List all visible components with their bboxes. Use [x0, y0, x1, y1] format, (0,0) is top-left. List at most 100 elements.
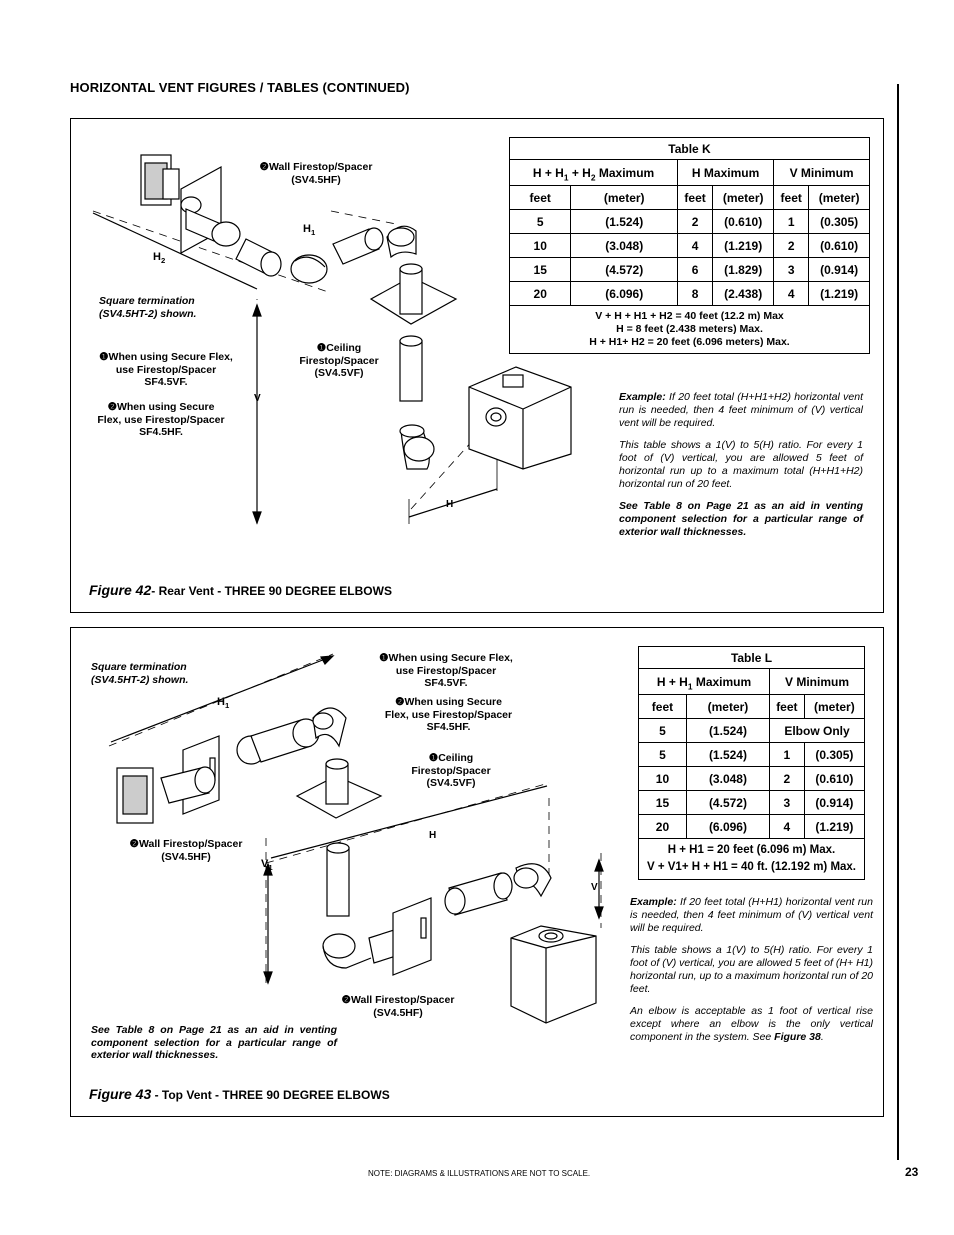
table-cell: (3.048): [570, 233, 679, 258]
figure-43-diagram: [108, 653, 604, 1024]
table-cell: (0.610): [712, 209, 775, 234]
see-table-note: See Table 8 on Page 21 as an aid in vent…: [619, 500, 863, 538]
dim-h1: H1: [303, 223, 316, 238]
table-cell: (6.096): [685, 814, 771, 839]
table-cell: 15: [508, 257, 572, 282]
table-cell: 15: [638, 790, 687, 815]
table-cell: (meter): [803, 694, 866, 719]
table-row: 20 (6.096) 4 (1.219): [638, 814, 866, 839]
table-cell: 8: [677, 281, 714, 306]
table-k-col3-head: V Minimum: [773, 159, 870, 186]
dim-h2: H2: [153, 251, 166, 266]
table-row: 5 (1.524) 2 (0.610) 1 (0.305): [508, 209, 870, 234]
table-cell: (meter): [570, 185, 679, 210]
table-cell: (1.219): [803, 814, 866, 839]
table-l-footer-line2: V + V1+ H + H1 = 40 ft. (12.192 m) Max.: [646, 861, 857, 873]
ratio-note: This table shows a 1(V) to 5(H) ratio. F…: [619, 439, 863, 490]
table-cell: (1.219): [808, 281, 870, 306]
table-k-footer-line1: V + H + H1 + H2 = 40 feet (12.2 m) Max: [595, 310, 784, 322]
secure-flex-hf-label: ❷When using Secure Flex, use Firestop/Sp…: [97, 401, 225, 438]
table-cell: 4: [773, 281, 810, 306]
table-l-footer-line1: H + H1 = 20 feet (6.096 m) Max.: [667, 844, 836, 856]
example-note: Example: If 20 feet total (H+H1+H2) hori…: [619, 391, 863, 429]
table-l-footer: H + H1 = 20 feet (6.096 m) Max. V + V1+ …: [638, 838, 865, 880]
ceiling-firestop-label: ❶Ceiling Firestop/Spacer (SV4.5VF): [299, 342, 379, 379]
wall-firestop-bottom-label: ❷Wall Firestop/Spacer (SV4.5HF): [341, 994, 455, 1019]
dim-v: V: [254, 393, 261, 404]
table-cell: (2.438): [712, 281, 775, 306]
table-cell: 20: [638, 814, 687, 839]
table-cell: (meter): [685, 694, 771, 719]
table-cell: 2: [769, 766, 805, 791]
ratio-note: This table shows a 1(V) to 5(H) ratio. F…: [630, 944, 873, 995]
dim-h: H: [429, 830, 437, 841]
table-cell: (0.610): [808, 233, 870, 258]
scale-footnote: NOTE: DIAGRAMS & ILLUSTRATIONS ARE NOT T…: [368, 1169, 591, 1178]
table-cell: feet: [508, 185, 572, 210]
example-note: Example: If 20 feet total (H+H1) horizon…: [630, 896, 873, 934]
table-cell: (0.305): [808, 209, 870, 234]
table-cell: (4.572): [570, 257, 679, 282]
table-cell: (0.610): [803, 766, 866, 791]
table-cell: (meter): [712, 185, 775, 210]
table-cell: 1: [773, 209, 810, 234]
figure-43-caption: Figure 43 - Top Vent - THREE 90 DEGREE E…: [89, 1086, 390, 1102]
table-row: 5 (1.524) 1 (0.305): [638, 742, 866, 767]
wall-firestop-left-label: ❷Wall Firestop/Spacer (SV4.5HF): [129, 838, 243, 863]
secure-flex-hf-label: ❷When using Secure Flex, use Firestop/Sp…: [384, 696, 513, 733]
table-cell: (1.524): [685, 742, 771, 767]
table-cell: (0.305): [803, 742, 866, 767]
table-cell: (0.914): [808, 257, 870, 282]
table-cell: (1.829): [712, 257, 775, 282]
table-cell: (meter): [808, 185, 870, 210]
dim-h1: H1: [217, 696, 230, 711]
section-title: HORIZONTAL VENT FIGURES / TABLES (CONTIN…: [70, 80, 410, 95]
table-row: 15 (4.572) 6 (1.829) 3 (0.914): [508, 257, 870, 282]
table-cell: feet: [769, 694, 805, 719]
ceiling-firestop-label: ❶Ceiling Firestop/Spacer (SV4.5VF): [411, 752, 491, 789]
square-termination-label: Square termination (SV4.5HT-2) shown.: [99, 295, 197, 320]
table-k-col2-head: H Maximum: [677, 159, 775, 186]
table-cell: 10: [508, 233, 572, 258]
table-cell: (3.048): [685, 766, 771, 791]
dim-v: V: [591, 882, 598, 893]
table-cell: Elbow Only: [769, 718, 865, 743]
table-cell: (4.572): [685, 790, 771, 815]
table-row: 10 (3.048) 4 (1.219) 2 (0.610): [508, 233, 870, 258]
figure-43-notes: Example: If 20 feet total (H+H1) horizon…: [630, 896, 873, 1053]
figure-42-box: ❷Wall Firestop/Spacer (SV4.5HF) Square t…: [70, 118, 884, 613]
secure-flex-vf-label: ❶When using Secure Flex, use Firestop/Sp…: [379, 652, 513, 689]
figure-42-notes: Example: If 20 feet total (H+H1+H2) hori…: [619, 391, 863, 548]
secure-flex-vf-label: ❶When using Secure Flex, use Firestop/Sp…: [99, 351, 233, 388]
table-k-footer: V + H + H1 + H2 = 40 feet (12.2 m) Max H…: [509, 305, 870, 354]
table-k-title: Table K: [509, 137, 870, 160]
table-k-footer-line2: H = 8 feet (2.438 meters) Max.: [616, 323, 763, 335]
elbow-note: An elbow is acceptable as 1 foot of vert…: [630, 1005, 873, 1043]
table-k-col1-head: H + H1 + H2 Maximum: [508, 159, 679, 186]
figure-42-diagram: [92, 154, 572, 525]
table-row: 15 (4.572) 3 (0.914): [638, 790, 866, 815]
table-row: 20 (6.096) 8 (2.438) 4 (1.219): [508, 281, 870, 306]
table-cell: (1.524): [570, 209, 679, 234]
table-row: 10 (3.048) 2 (0.610): [638, 766, 866, 791]
table-cell: (1.524): [685, 718, 771, 743]
table-l-col2-head: V Minimum: [769, 668, 865, 695]
table-cell: feet: [638, 694, 687, 719]
table-l-col1-head: H + H1 Maximum: [638, 668, 770, 695]
table-row: 5 (1.524) Elbow Only: [638, 718, 865, 743]
wall-firestop-label: ❷Wall Firestop/Spacer (SV4.5HF): [259, 161, 373, 186]
see-table-note: See Table 8 on Page 21 as an aid in vent…: [91, 1024, 337, 1061]
table-cell: 10: [638, 766, 687, 791]
table-cell: 5: [508, 209, 572, 234]
figure-43-box: Square termination (SV4.5HT-2) shown. ❶W…: [70, 627, 884, 1117]
table-cell: feet: [773, 185, 810, 210]
table-cell: 4: [769, 814, 805, 839]
figure-42-caption: Figure 42- Rear Vent - THREE 90 DEGREE E…: [89, 582, 392, 598]
table-cell: 20: [508, 281, 572, 306]
table-cell: (1.219): [712, 233, 775, 258]
table-k: Table K H + H1 + H2 Maximum H Maximum V …: [508, 137, 870, 354]
page-number: 23: [905, 1165, 919, 1179]
table-cell: 2: [677, 209, 714, 234]
table-l: Table L H + H1 Maximum V Minimum feet (m…: [638, 646, 866, 880]
dim-v1: V1: [261, 858, 273, 873]
